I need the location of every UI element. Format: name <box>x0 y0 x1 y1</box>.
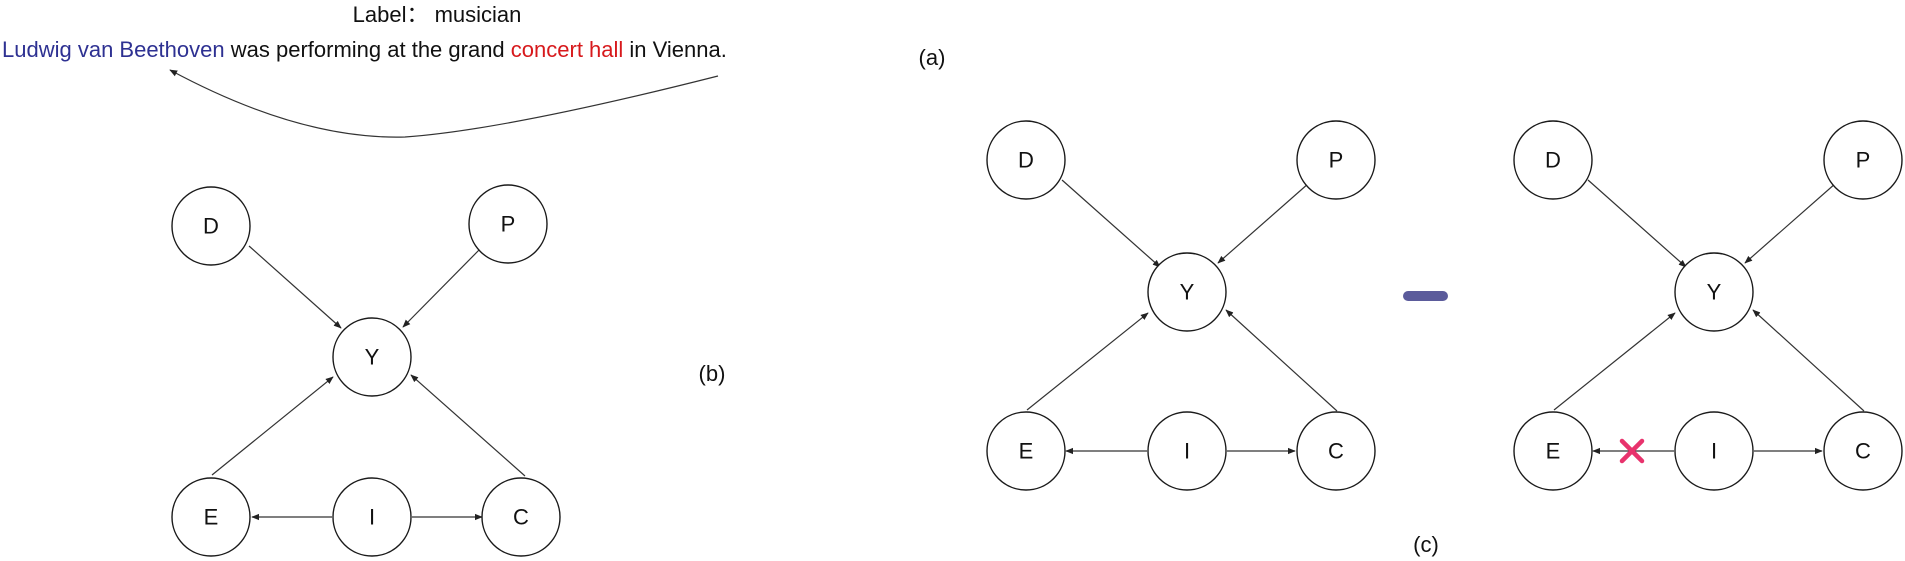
edge-c-y <box>410 374 526 477</box>
node-e: E <box>1513 411 1593 491</box>
edge-d-y <box>248 245 342 329</box>
panel-b-tag: (b) <box>699 361 726 386</box>
node-p: P <box>1296 120 1376 200</box>
node-c: C <box>1296 411 1376 491</box>
node-i: I <box>1147 411 1227 491</box>
svg-text:C: C <box>1855 439 1871 464</box>
node-e: E <box>171 477 251 557</box>
edge-e-y <box>211 376 334 476</box>
node-d: D <box>986 120 1066 200</box>
example-sentence: Ludwig van Beethoven was performing at t… <box>2 37 727 62</box>
svg-text:I: I <box>1711 439 1717 464</box>
node-c: C <box>1823 411 1903 491</box>
node-y: Y <box>1147 252 1227 332</box>
edge-e-y <box>1553 312 1676 411</box>
edge-d-y <box>1587 179 1687 268</box>
panel-c-left-graph: D P Y E I C <box>986 120 1376 491</box>
sentence-end: in Vienna. <box>623 37 727 62</box>
edge-c-y <box>1752 309 1865 412</box>
svg-text:I: I <box>369 505 375 530</box>
svg-text:I: I <box>1184 439 1190 464</box>
node-i: I <box>1674 411 1754 491</box>
tail-entity: concert hall <box>511 37 624 62</box>
tail-to-head-arrow <box>169 69 719 138</box>
svg-text:Y: Y <box>365 345 380 370</box>
svg-text:P: P <box>1856 148 1871 173</box>
node-p: P <box>468 184 548 264</box>
edge-c-y <box>1225 309 1338 412</box>
svg-text:Y: Y <box>1180 280 1195 305</box>
sentence-middle: was performing at the grand <box>225 37 511 62</box>
minus-sign <box>1403 291 1448 301</box>
svg-text:C: C <box>1328 439 1344 464</box>
svg-text:D: D <box>1018 148 1034 173</box>
panel-a: Label： musician Ludwig van Beethoven was… <box>2 2 946 138</box>
node-e: E <box>986 411 1066 491</box>
svg-text:P: P <box>1329 148 1344 173</box>
node-y: Y <box>332 317 412 397</box>
svg-text:C: C <box>513 505 529 530</box>
svg-text:E: E <box>1546 439 1561 464</box>
relation-label: Label： musician <box>353 2 522 27</box>
node-d: D <box>1513 120 1593 200</box>
head-entity: Ludwig van Beethoven <box>2 37 225 62</box>
svg-text:D: D <box>1545 148 1561 173</box>
edge-p-y <box>1744 182 1837 264</box>
edge-p-y <box>402 247 482 328</box>
node-i: I <box>332 477 412 557</box>
panel-c-tag: (c) <box>1413 532 1439 557</box>
svg-text:E: E <box>1019 439 1034 464</box>
node-y: Y <box>1674 252 1754 332</box>
svg-text:E: E <box>204 505 219 530</box>
panel-c-right-graph: D P Y E I C <box>1513 120 1903 491</box>
node-c: C <box>481 477 561 557</box>
edge-d-y <box>1061 179 1161 268</box>
panel-a-tag: (a) <box>919 45 946 70</box>
cross-icon <box>1619 438 1645 464</box>
svg-text:Y: Y <box>1707 280 1722 305</box>
edge-e-y <box>1026 312 1149 411</box>
edge-p-y <box>1217 182 1310 264</box>
svg-text:D: D <box>203 214 219 239</box>
node-d: D <box>171 186 251 266</box>
node-p: P <box>1823 120 1903 200</box>
svg-text:P: P <box>501 212 516 237</box>
panel-b-graph: D P Y E I C (b) <box>171 184 726 557</box>
